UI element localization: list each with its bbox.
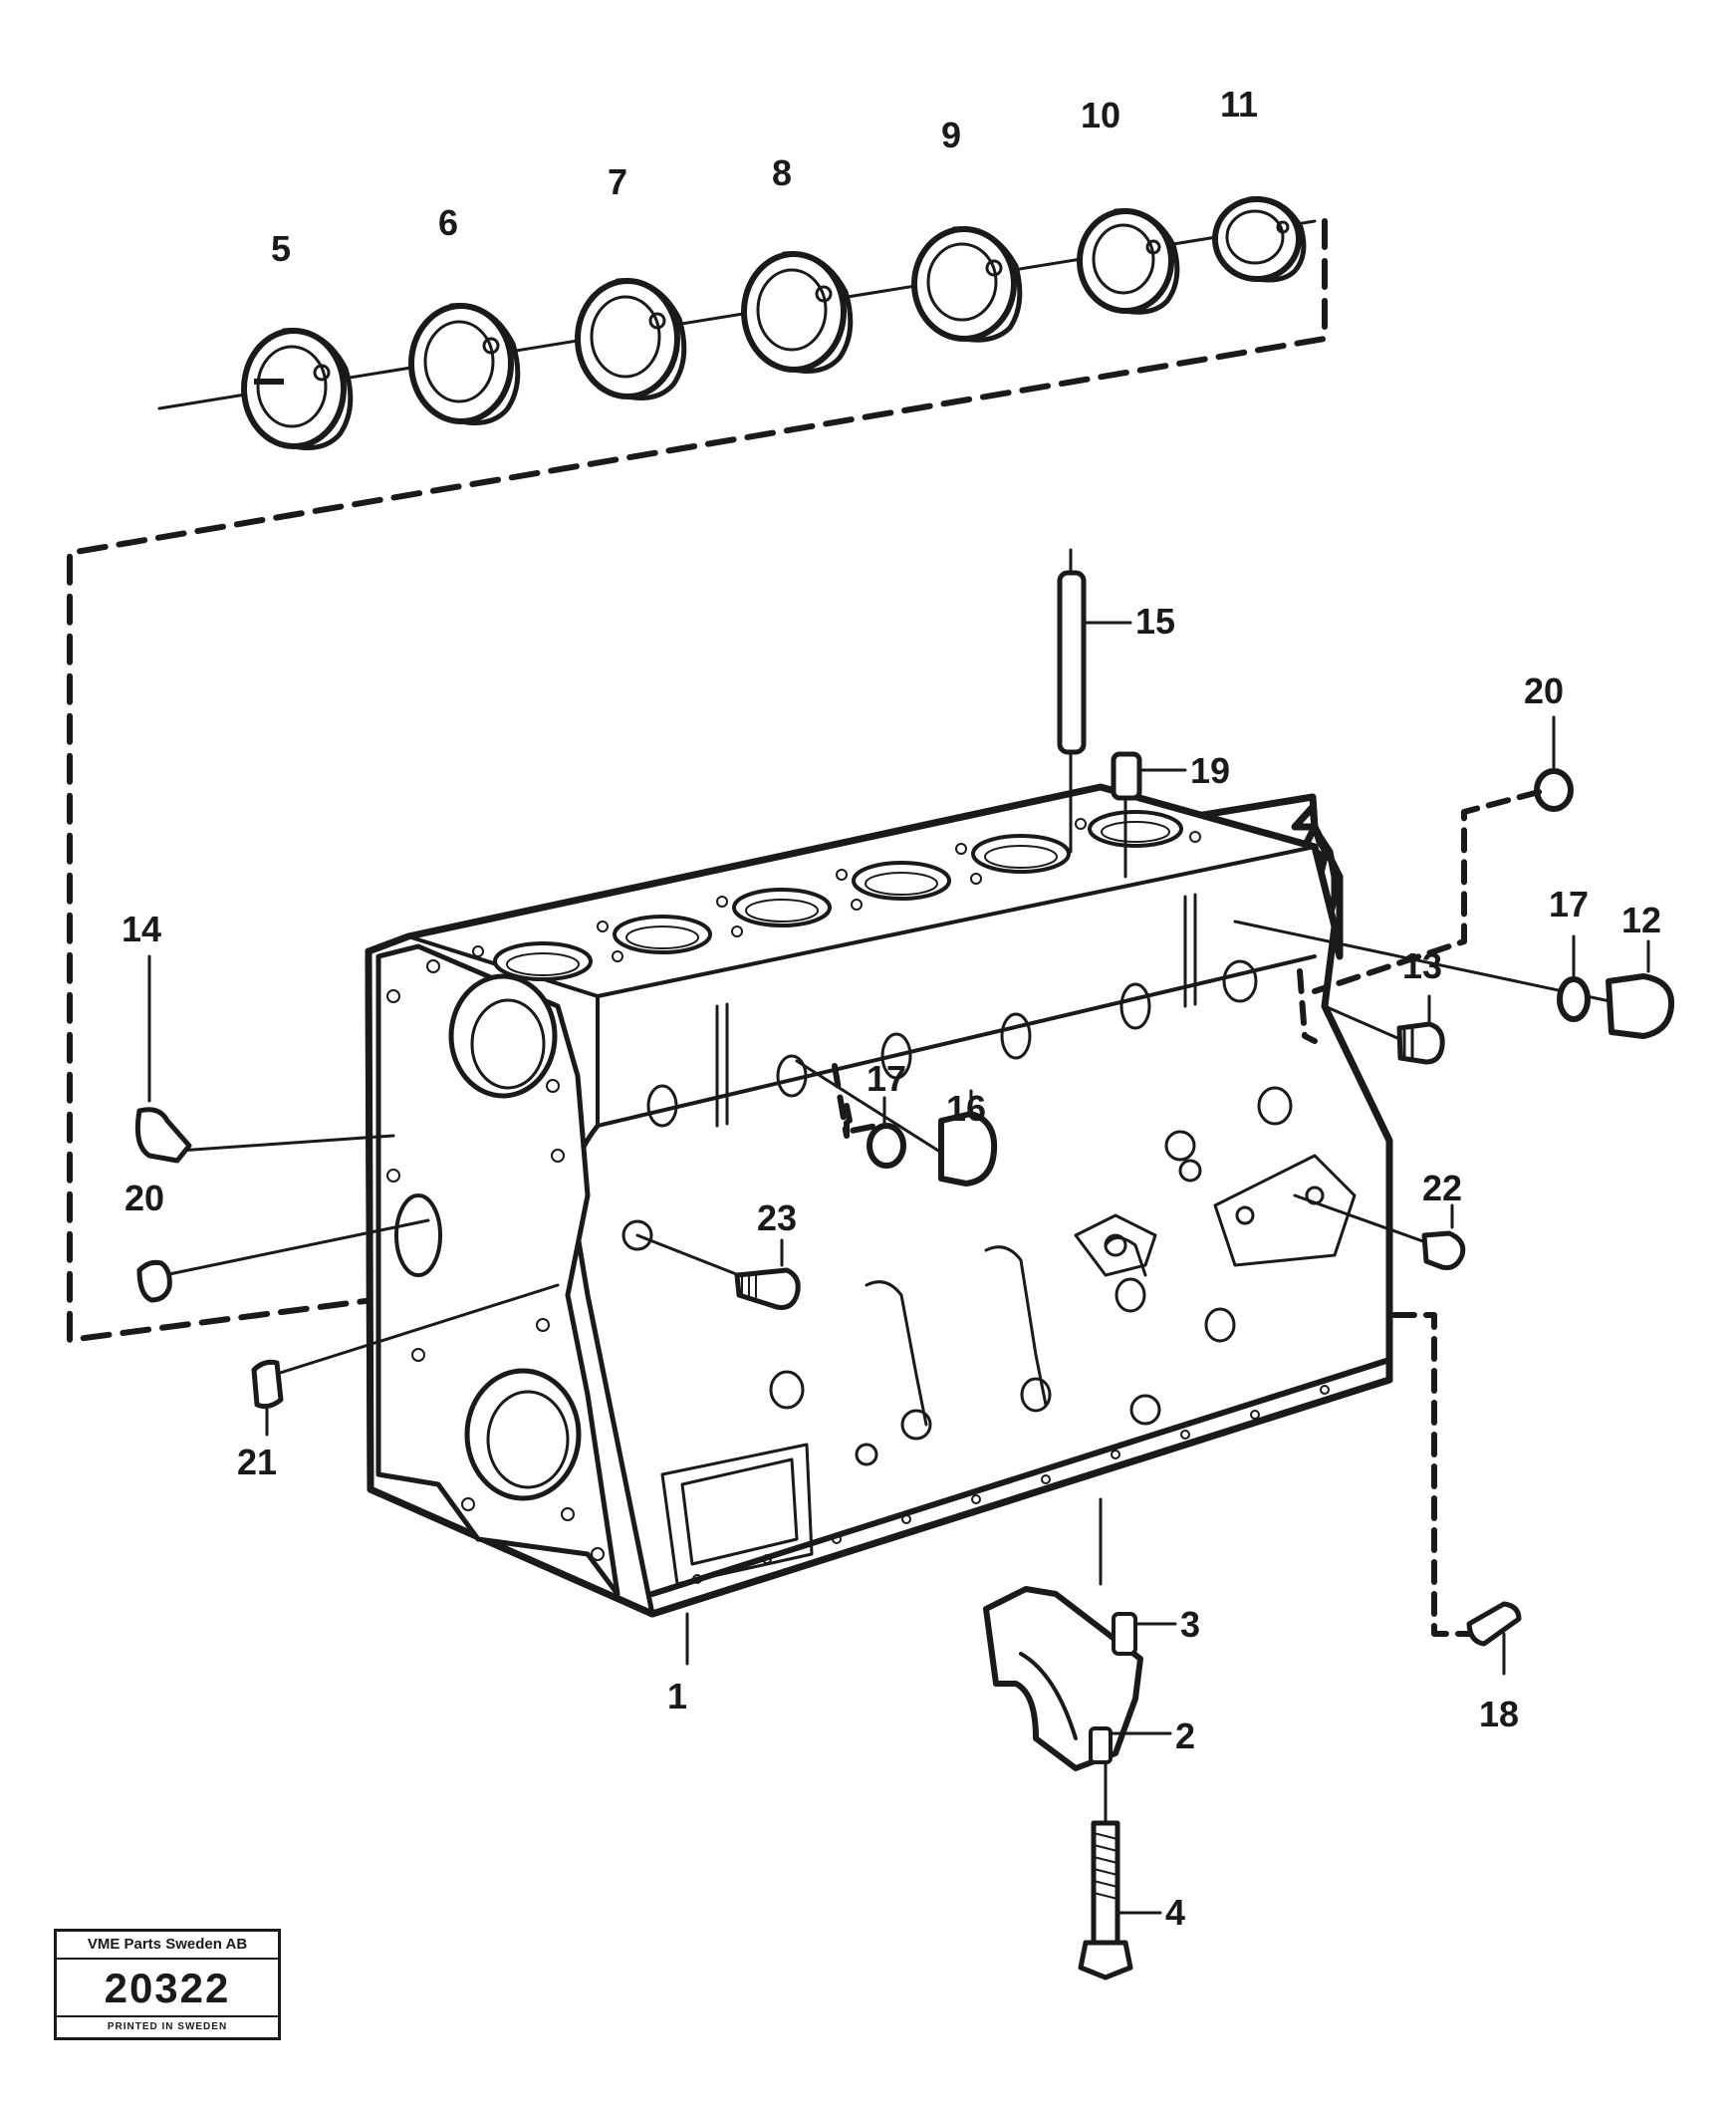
callout-20-left: 20 — [124, 1178, 164, 1218]
callout-19: 19 — [1190, 750, 1230, 791]
part-23-screw — [635, 1233, 801, 1310]
cylinder-bores — [493, 810, 1183, 981]
callout-23: 23 — [757, 1197, 797, 1238]
callout-14: 14 — [122, 909, 161, 949]
part-18-dowel — [1391, 1312, 1522, 1676]
callout-13: 13 — [1402, 945, 1442, 986]
catalog-stamp: VME Parts Sweden AB 20322 PRINTED IN SWE… — [54, 1929, 281, 2040]
bearing-shells — [67, 196, 1328, 1343]
callout-16: 16 — [946, 1088, 986, 1129]
part-12-plug — [1233, 920, 1675, 1039]
callout-4: 4 — [1165, 1892, 1185, 1933]
part-2-bearing-cap — [983, 1497, 1172, 1771]
callout-12: 12 — [1621, 900, 1661, 940]
part-22-screw — [1293, 1193, 1466, 1270]
callout-6: 6 — [438, 202, 458, 243]
callout-3: 3 — [1180, 1604, 1200, 1645]
part-19-dowel — [1111, 751, 1187, 879]
callout-18: 18 — [1479, 1694, 1519, 1734]
part-14-plug — [134, 954, 395, 1164]
part-20-plug-left — [136, 1218, 430, 1303]
callout-9: 9 — [941, 115, 961, 155]
part-21-dowel — [251, 1283, 560, 1437]
part-20-plug-right — [1312, 715, 1574, 994]
callout-11: 11 — [1220, 84, 1258, 125]
timing-end — [375, 943, 620, 1597]
callout-22: 22 — [1422, 1168, 1462, 1208]
callout-7: 7 — [608, 161, 627, 202]
callout-21: 21 — [237, 1442, 277, 1482]
part-4-bolt — [1078, 1761, 1162, 1980]
part-15-tube — [1057, 548, 1132, 854]
stamp-printed: PRINTED IN SWEDEN — [57, 2015, 278, 2037]
stamp-company: VME Parts Sweden AB — [57, 1932, 278, 1960]
bearing-shell-8 — [741, 251, 854, 374]
bearing-shell-5 — [241, 328, 354, 450]
bearing-shell-9 — [911, 226, 1023, 343]
callout-10: 10 — [1081, 95, 1120, 135]
cylinder-block — [365, 783, 1393, 1618]
callout-1: 1 — [667, 1676, 687, 1716]
stamp-number: 20322 — [104, 1965, 231, 2011]
callout-15: 15 — [1135, 601, 1175, 642]
callout-20-right: 20 — [1524, 670, 1564, 711]
bearing-shell-6 — [408, 303, 521, 425]
callout-8: 8 — [772, 152, 792, 193]
callout-17-right: 17 — [1549, 884, 1589, 924]
callout-5: 5 — [271, 228, 291, 269]
part-13-plug — [1323, 994, 1445, 1065]
callout-labels: 1 2 3 4 5 6 7 8 9 10 11 12 13 14 15 16 1… — [122, 84, 1661, 1933]
callout-2: 2 — [1175, 1716, 1195, 1756]
bearing-shell-10 — [1077, 208, 1180, 315]
bearing-shell-7 — [575, 278, 687, 400]
callout-17-middle: 17 — [867, 1058, 906, 1099]
part-3-dowel — [1112, 1612, 1177, 1656]
bearing-shell-11 — [1212, 196, 1307, 283]
part-16-plug — [795, 1059, 998, 1187]
filter-flange — [1074, 1213, 1157, 1277]
